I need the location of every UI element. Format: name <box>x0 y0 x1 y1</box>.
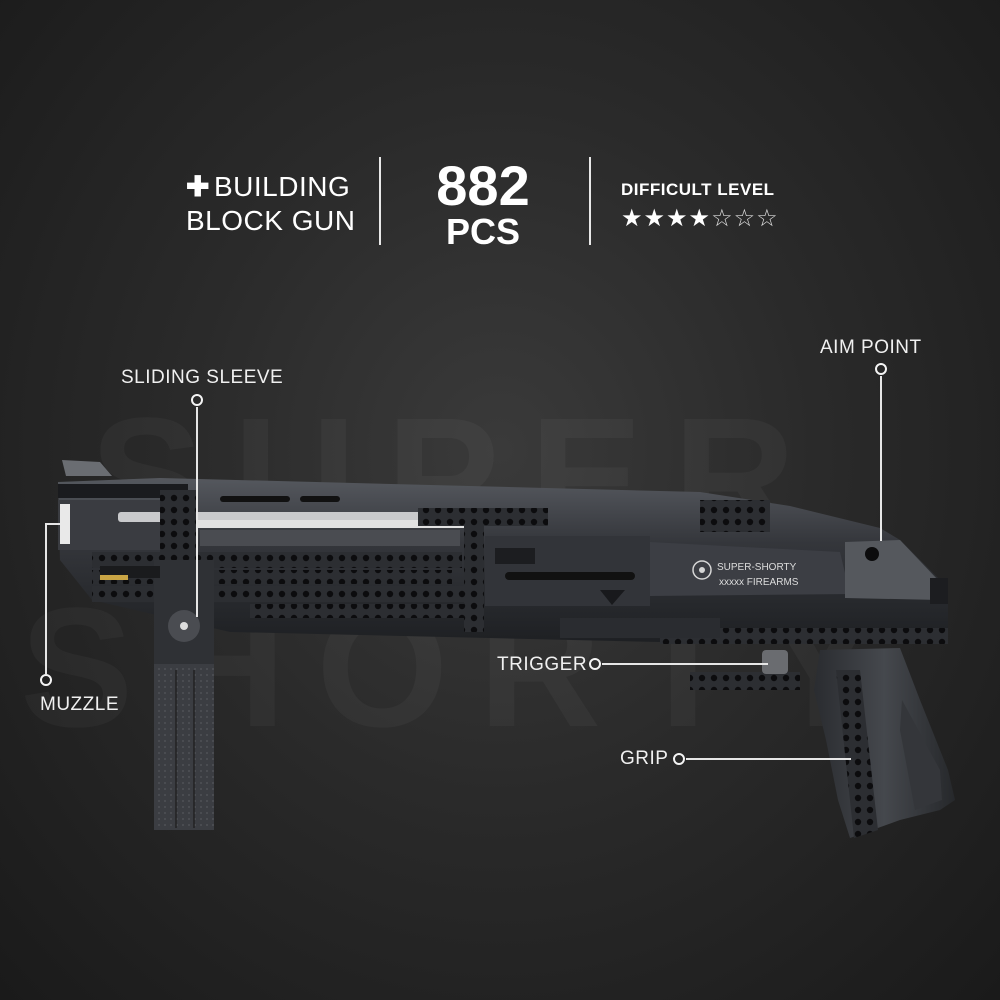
callout-muzzle-line-vertical <box>45 524 47 674</box>
piece-count-unit: PCS <box>445 211 521 252</box>
header-divider-left <box>379 157 381 245</box>
callout-grip-marker <box>673 753 685 765</box>
callout-aim-point-marker <box>875 363 887 375</box>
star-filled-icon: ★ <box>643 204 667 232</box>
star-filled-icon: ★ <box>621 204 644 232</box>
callout-grip-line <box>686 758 851 760</box>
header-divider-right <box>589 157 591 245</box>
callout-trigger-label: TRIGGER <box>497 654 588 675</box>
callout-trigger-line <box>602 663 768 665</box>
difficulty-block: DIFFICULT LEVEL ★★★★☆☆☆ <box>621 180 779 232</box>
callout-muzzle-line-horizontal <box>45 523 60 525</box>
callout-muzzle-marker <box>40 674 52 686</box>
callout-sliding-sleeve-line <box>196 407 198 617</box>
difficulty-stars: ★★★★☆☆☆ <box>621 204 779 232</box>
title-line-1: BUILDING <box>213 171 351 202</box>
product-title: ✚BUILDING BLOCK GUN <box>186 170 355 238</box>
piece-count-number: 882 <box>436 154 530 217</box>
callout-sliding-sleeve-label: SLIDING SLEEVE <box>121 367 284 388</box>
title-line-2: BLOCK GUN <box>186 205 356 236</box>
star-filled-icon: ★ <box>688 204 712 232</box>
callout-trigger-marker <box>589 658 601 670</box>
plus-icon: ✚ <box>186 171 210 202</box>
star-empty-icon: ☆ <box>756 204 779 232</box>
star-empty-icon: ☆ <box>711 204 734 232</box>
piece-count: 882 PCS <box>428 158 538 250</box>
difficulty-label: DIFFICULT LEVEL <box>621 180 775 199</box>
engraving-line-1: SUPER-SHORTY <box>717 562 797 573</box>
star-empty-icon: ☆ <box>733 204 757 232</box>
callout-aim-point-label: AIM POINT <box>820 337 922 358</box>
callout-aim-point-line <box>880 376 882 541</box>
engraving-line-2: xxxxx FIREARMS <box>719 577 799 588</box>
callout-muzzle-label: MUZZLE <box>40 694 119 715</box>
star-filled-icon: ★ <box>666 204 689 232</box>
callout-sliding-sleeve-marker <box>191 394 203 406</box>
callout-grip-label: GRIP <box>620 748 669 769</box>
